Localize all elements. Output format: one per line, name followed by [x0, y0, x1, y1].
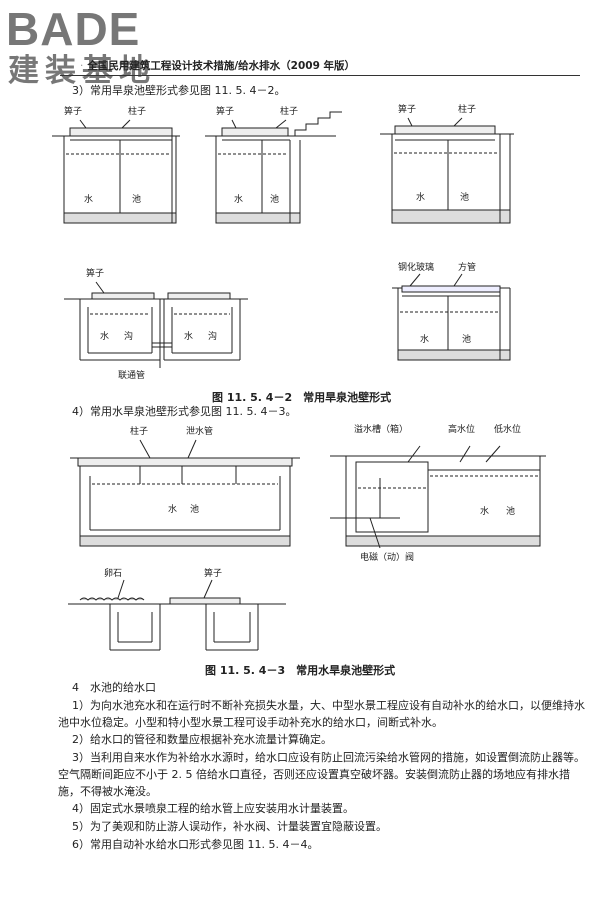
item-text-6: 常用自动补水给水口形式参见图 11. 5. 4－4。 — [90, 838, 319, 851]
label-grate-1: 箅子 — [64, 105, 82, 117]
label-drain: 泄水管 — [186, 425, 213, 437]
dry-pool-diagram-1 — [52, 119, 180, 224]
paragraph-5: 5）为了美观和防止游人误动作，补水阀、计量装置宜隐蔽设置。 — [58, 818, 586, 835]
label-grate-2: 箅子 — [216, 105, 234, 117]
figure-2-caption: 图 11. 5. 4－2 常用旱泉池壁形式 — [212, 391, 392, 404]
label-pool-2: 池 — [270, 193, 279, 205]
label-ditch-water-2: 水 — [184, 330, 193, 342]
item-text-4: 固定式水景喷泉工程的给水管上应安装用水计量装置。 — [90, 802, 354, 815]
item-num-4: 4） — [72, 802, 90, 815]
item-text-1: 为向水池充水和在运行时不断补充损失水量，大、中型水景工程应设有自动补水的给水口，… — [58, 699, 585, 729]
header-title: 全国民用建筑工程设计技术措施/给水排水（2009 年版） — [87, 60, 356, 72]
water-dry-pool-left — [70, 439, 300, 547]
label-pool-l: 池 — [190, 503, 199, 515]
dry-ditch-diagram — [64, 281, 248, 368]
label-water-5: 水 — [420, 333, 429, 345]
label-high-level: 高水位 — [448, 423, 475, 435]
label-pebble: 卵石 — [104, 568, 122, 579]
figure-11-5-4-3: 柱子 泄水管 水 池 溢水槽（箱） 高水位 低水位 水 池 电磁（动）阀 卵石 … — [68, 423, 546, 651]
glass-pool-diagram — [392, 273, 511, 361]
label-ditch-water-1: 水 — [100, 330, 109, 342]
item-text-3: 当利用自来水作为补给水水源时，给水口应设有防止回流污染给水管网的措施，如设置倒流… — [58, 751, 585, 798]
dry-pool-diagram-2 — [205, 111, 342, 224]
pebble-ditch-diagram — [68, 579, 286, 651]
label-pipe: 方管 — [458, 261, 476, 273]
label-connector: 联通管 — [118, 369, 145, 381]
label-column-3: 柱子 — [458, 103, 476, 115]
figure-11-5-4-2: 箅子 柱子 水 池 箅子 柱子 水 池 箅子 柱子 水 池 箅子 水 沟 水 沟… — [52, 103, 514, 381]
label-water-r: 水 — [480, 505, 489, 517]
item-num-6: 6） — [72, 838, 90, 851]
logo-text: BADE — [6, 3, 141, 55]
label-column-1: 柱子 — [128, 105, 146, 117]
item-text-5: 为了美观和防止游人误动作，补水阀、计量装置宜隐蔽设置。 — [90, 820, 387, 833]
paragraph-1: 1）为向水池充水和在运行时不断补充损失水量，大、中型水景工程应设有自动补水的给水… — [58, 697, 586, 731]
section3-intro: 3）常用旱泉池壁形式参见图 11. 5. 4－2。 — [72, 84, 286, 97]
subsection-heading: 4 水池的给水口 — [72, 681, 156, 694]
label-ditch-1: 沟 — [124, 330, 133, 342]
label-pool-r: 池 — [506, 505, 515, 517]
item-num-1: 1） — [72, 699, 90, 712]
header-rule — [60, 75, 580, 76]
label-water-l: 水 — [168, 503, 177, 515]
paragraph-4: 4）固定式水景喷泉工程的给水管上应安装用水计量装置。 — [58, 800, 586, 817]
paragraph-3: 3）当利用自来水作为补给水水源时，给水口应设有防止回流污染给水管网的措施，如设置… — [58, 749, 586, 800]
label-grate-3: 箅子 — [398, 103, 416, 115]
label-ditch-2: 沟 — [208, 330, 217, 342]
dry-pool-diagram-3 — [380, 117, 514, 224]
header-prefix: · — [80, 60, 84, 72]
section4-intro: 4）常用水旱泉池壁形式参见图 11. 5. 4－3。 — [72, 405, 297, 418]
label-low-level: 低水位 — [494, 423, 521, 435]
label-column-l: 柱子 — [130, 425, 148, 437]
label-glass: 钢化玻璃 — [398, 261, 434, 273]
paragraph-2: 2）给水口的管径和数量应根据补充水流量计算确定。 — [58, 731, 586, 748]
running-header: ·全国民用建筑工程设计技术措施/给水排水（2009 年版） — [80, 58, 355, 73]
label-valve: 电磁（动）阀 — [360, 551, 414, 563]
label-water-1: 水 — [84, 193, 93, 205]
figure-3-caption: 图 11. 5. 4－3 常用水旱泉池壁形式 — [205, 664, 396, 677]
item-num-3: 3） — [72, 751, 90, 764]
label-grate-b: 箅子 — [204, 567, 222, 579]
label-overflow: 溢水槽（箱） — [354, 423, 408, 435]
label-column-2: 柱子 — [280, 105, 298, 117]
logo-text-cn: 建装基地 — [8, 53, 156, 89]
label-pool-1: 池 — [132, 193, 141, 205]
label-grate-4: 箅子 — [86, 267, 104, 279]
paragraph-6: 6）常用自动补水给水口形式参见图 11. 5. 4－4。 — [58, 836, 586, 853]
item-text-2: 给水口的管径和数量应根据补充水流量计算确定。 — [90, 733, 332, 746]
label-pool-5: 池 — [462, 333, 471, 345]
label-water-2: 水 — [234, 193, 243, 205]
overflow-pool-right — [330, 445, 546, 549]
label-pool-3: 池 — [460, 191, 469, 203]
brand-logo: BADE 建装基地 — [6, 6, 176, 92]
item-num-2: 2） — [72, 733, 90, 746]
item-num-5: 5） — [72, 820, 90, 833]
label-water-3: 水 — [416, 191, 425, 203]
